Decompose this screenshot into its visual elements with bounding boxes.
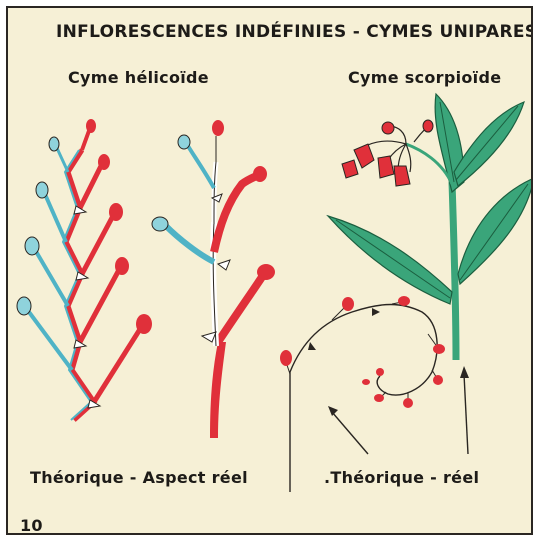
helicoid-theoretical-diagram: [17, 119, 152, 420]
real-branch-red: [218, 274, 264, 342]
real-branch-red: [214, 174, 260, 252]
real-stalk-red: [210, 342, 226, 438]
caption-scorpioid: .Théorique - réel: [324, 468, 479, 487]
red-branch: [80, 268, 120, 342]
blue-branch: [44, 192, 66, 242]
scorpioid-theoretical-diagram: [280, 296, 445, 492]
red-bud: [136, 314, 152, 334]
blue-bud: [178, 135, 190, 149]
red-bud: [403, 398, 413, 408]
red-bud: [342, 297, 354, 311]
flower: [378, 156, 394, 178]
red-bud: [374, 394, 384, 402]
red-bud: [433, 344, 445, 354]
blue-bud: [36, 182, 48, 198]
red-bud: [433, 375, 443, 385]
red-bud: [382, 122, 394, 134]
blue-branch: [34, 248, 68, 306]
real-branch-blue: [166, 226, 214, 262]
red-branch: [80, 164, 102, 208]
red-bud: [398, 296, 410, 306]
caption-helicoid: Théorique - Aspect réel: [30, 468, 248, 487]
scorpioid-real-diagram: [328, 94, 533, 454]
red-bud: [86, 119, 96, 133]
red-bud: [257, 264, 275, 280]
helicoid-real-diagram: [152, 120, 275, 438]
real-branch-blue: [188, 146, 214, 188]
flower: [394, 166, 410, 186]
red-branch: [94, 326, 142, 402]
arrow-real: [464, 374, 468, 454]
red-bud: [212, 120, 224, 136]
flower: [354, 144, 374, 168]
leaf: [458, 178, 533, 284]
plant-stem: [452, 182, 456, 360]
red-branch: [82, 214, 114, 274]
red-bud: [115, 257, 129, 275]
blue-bud: [49, 137, 59, 151]
spiral-axis: [290, 305, 437, 493]
leaf: [454, 102, 524, 186]
red-bud: [280, 350, 292, 366]
flower: [342, 160, 358, 178]
red-bud: [109, 203, 123, 221]
blue-bud: [152, 217, 168, 231]
red-bud: [376, 368, 384, 376]
blue-branch: [56, 146, 68, 172]
page-number: 10: [20, 516, 43, 535]
red-bud: [362, 379, 370, 385]
arrow-theoretical: [332, 412, 368, 454]
inflorescence-drawings: [8, 8, 533, 535]
red-bud: [423, 120, 433, 132]
blue-branch: [26, 308, 72, 370]
red-bud: [253, 166, 267, 182]
blue-bud: [17, 297, 31, 315]
blue-bud: [25, 237, 39, 255]
leaf: [328, 216, 452, 304]
red-bud: [98, 154, 110, 170]
illustration-plate: INFLORESCENCES INDÉFINIES - CYMES UNIPAR…: [6, 6, 533, 535]
